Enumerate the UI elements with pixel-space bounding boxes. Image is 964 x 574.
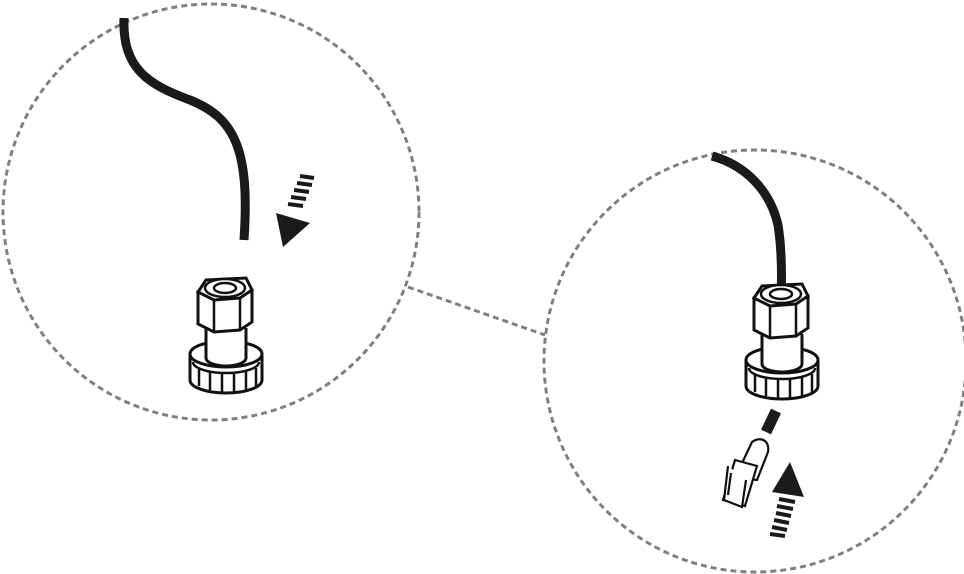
detail-circle-step-2 bbox=[542, 148, 964, 574]
cable-gland bbox=[744, 282, 820, 401]
arrow-down-icon bbox=[276, 174, 315, 247]
cable bbox=[119, 17, 250, 241]
detail-circle-step-1 bbox=[1, 2, 421, 422]
cable-end bbox=[761, 408, 781, 435]
arrow-up-icon bbox=[769, 462, 804, 538]
cable-gland bbox=[188, 276, 264, 395]
connector-line bbox=[407, 285, 546, 337]
cable-through-gland bbox=[710, 151, 787, 301]
rj45-plug-icon bbox=[721, 438, 770, 509]
